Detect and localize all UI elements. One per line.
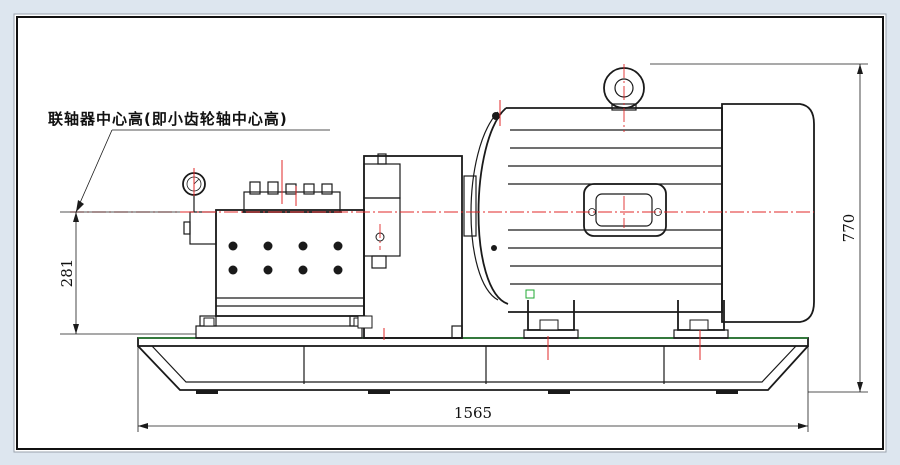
centerlines [70,64,814,360]
annotation-leader [75,129,330,213]
outer-frame [13,13,887,453]
drawing-border [16,16,884,450]
dimension-770-label: 770 [840,214,858,243]
dimension-center-height [60,211,196,335]
gear-reducer [357,153,463,339]
dimension-1565-label: 1565 [454,404,492,422]
dimension-281-label: 281 [58,259,76,288]
dimension-total-length [137,346,809,432]
coupling-center-height-label: 联轴器中心高(即小齿轮轴中心高) [48,110,288,128]
dimension-total-height [650,63,868,393]
